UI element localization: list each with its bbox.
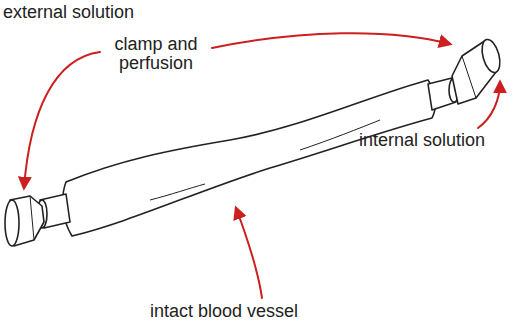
- blood-vessel: [63, 80, 436, 236]
- pointer-arrow: [236, 208, 262, 298]
- callout-label: external solution: [3, 3, 173, 22]
- right-clamp: [428, 38, 503, 110]
- left-clamp: [5, 194, 70, 246]
- pointer-arrow: [24, 52, 100, 188]
- pointer-arrow: [478, 82, 500, 128]
- callout-label: intact blood vessel: [150, 302, 340, 321]
- pointer-arrow: [212, 33, 450, 48]
- callout-label: clamp and perfusion: [102, 35, 210, 73]
- callout-label: internal solution: [359, 131, 514, 150]
